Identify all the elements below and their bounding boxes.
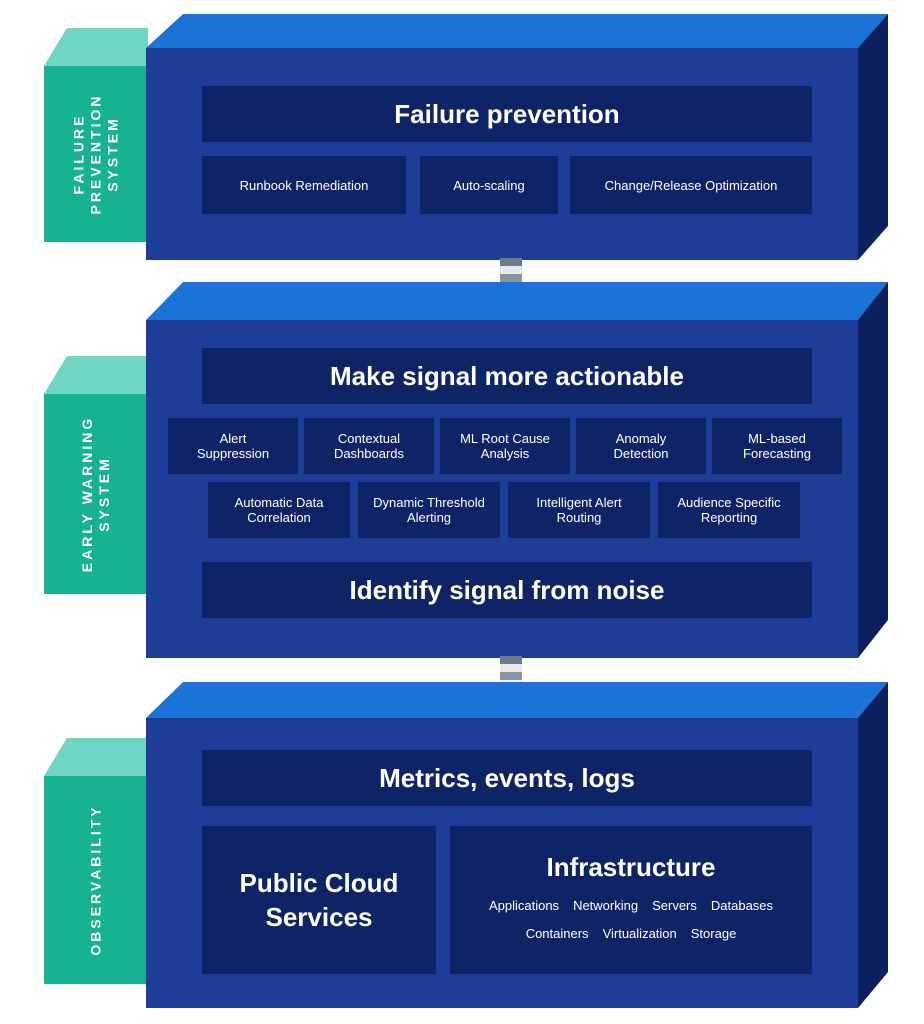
signal-item-3: Intelligent Alert Routing	[508, 482, 650, 538]
actionable-item-3: ML Root Cause Analysis	[440, 418, 570, 474]
make-signal-actionable-title: Make signal more actionable	[202, 348, 812, 404]
infrastructure-item-4: Databases	[710, 898, 774, 913]
failure-prevention-side-tab: FAILURE PREVENTION SYSTEM	[44, 28, 148, 242]
actionable-item-4: Anomaly Detection	[576, 418, 706, 474]
infrastructure-title: Infrastructure	[546, 852, 716, 882]
infrastructure-item-1: Applications	[488, 898, 560, 913]
failure-prevention-item-1: Runbook Remediation	[202, 156, 406, 214]
observability-label: OBSERVABILITY	[87, 804, 104, 956]
failure-prevention-item-3: Change/Release Optimization	[570, 156, 812, 214]
infrastructure-row-2: Containers Virtualization Storage	[450, 920, 812, 948]
infrastructure-item-3: Servers	[652, 898, 697, 913]
failure-prevention-label: FAILURE PREVENTION SYSTEM	[70, 93, 121, 215]
observability-side-tab: OBSERVABILITY	[44, 738, 148, 984]
infrastructure-item-2: Networking	[573, 898, 639, 913]
actionable-item-2: Contextual Dashboards	[304, 418, 434, 474]
actionable-item-1: Alert Suppression	[168, 418, 298, 474]
identify-signal-title: Identify signal from noise	[202, 562, 812, 618]
failure-prevention-item-2: Auto-scaling	[420, 156, 558, 214]
failure-prevention-title: Failure prevention	[202, 86, 812, 142]
early-warning-label: EARLY WARNING SYSTEM	[79, 415, 112, 573]
public-cloud-services-panel: Public Cloud Services	[202, 826, 436, 974]
signal-item-1: Automatic Data Correlation	[208, 482, 350, 538]
infrastructure-item-row2-2: Virtualization	[602, 926, 677, 941]
failure-prevention-block	[146, 14, 888, 260]
infrastructure-item-row2-1: Containers	[525, 926, 589, 941]
infrastructure-item-row2-3: Storage	[690, 926, 737, 941]
metrics-events-logs-title: Metrics, events, logs	[202, 750, 812, 806]
actionable-item-5: ML-based Forecasting	[712, 418, 842, 474]
infrastructure-row-1: Applications Networking Servers Databases	[450, 892, 812, 920]
early-warning-side-tab: EARLY WARNING SYSTEM	[44, 356, 148, 594]
signal-item-4: Audience Specific Reporting	[658, 482, 800, 538]
infrastructure-panel	[450, 826, 812, 974]
signal-item-2: Dynamic Threshold Alerting	[358, 482, 500, 538]
